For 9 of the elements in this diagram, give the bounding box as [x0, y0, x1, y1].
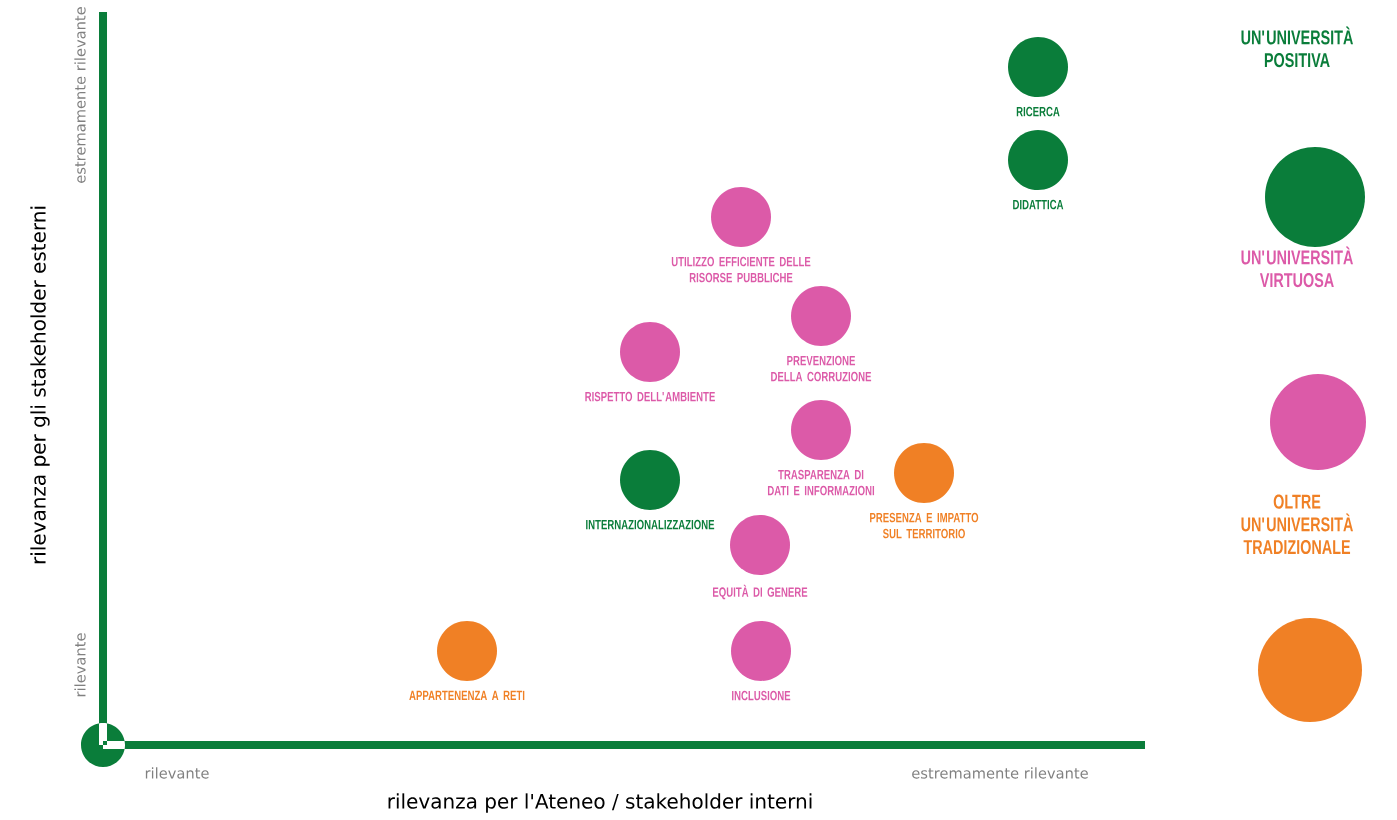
axis-title: rilevanza per gli stakeholder esterni	[30, 206, 50, 564]
tick-label: rilevante	[74, 633, 86, 697]
tick-label: estremamente rilevante	[74, 7, 86, 183]
tick-label: estremamente rilevante	[912, 767, 1088, 779]
legend-label: UN'UNIVERSITÀ VIRTUOSA	[1241, 246, 1353, 288]
axis-title: rilevanza per l'Ateneo / stakeholder interni	[388, 793, 812, 813]
legend-label: OLTRE UN'UNIVERSITÀ TRADIZIONALE	[1241, 494, 1353, 555]
legend-label: UN'UNIVERSITÀ POSITIVA	[1241, 26, 1353, 68]
tick-label: rilevante	[145, 767, 209, 779]
